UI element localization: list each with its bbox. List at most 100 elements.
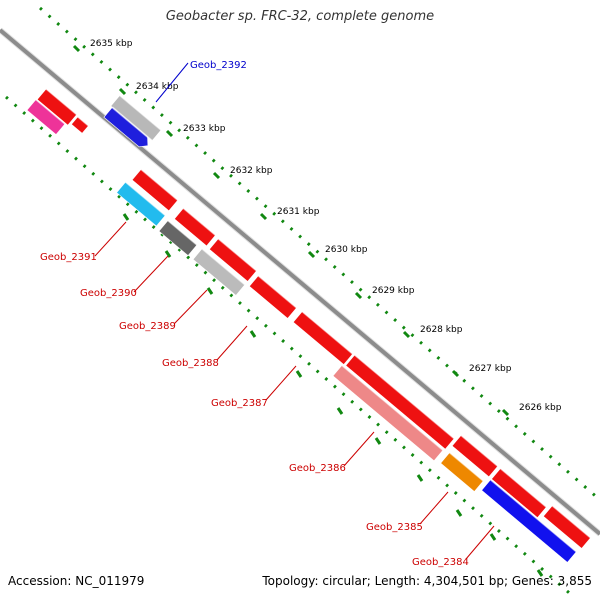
inner-tick-mark <box>374 437 382 445</box>
scale-tick-label: 2629 kbp <box>372 286 415 296</box>
gene-label: Geob_2390 <box>80 288 137 299</box>
feature-salmon <box>332 364 444 462</box>
feature-red-11 <box>542 504 592 549</box>
genome-summary: Topology: circular; Length: 4,304,501 bp… <box>262 574 592 588</box>
gene-leader-line <box>155 62 189 103</box>
scale-tick-mark <box>165 129 174 138</box>
feature-red-10 <box>491 467 548 519</box>
feature-red-5 <box>208 237 258 282</box>
feature-red-6-body <box>248 275 298 319</box>
scale-tick-mark <box>451 369 460 378</box>
scale-tick-label: 2627 kbp <box>469 364 512 374</box>
feature-red-3 <box>131 168 179 212</box>
feature-red-1-highlight <box>45 88 78 116</box>
feature-light-gray-highlight <box>201 247 246 286</box>
scale-tick-mark <box>501 408 510 417</box>
feature-blue-forward-highlight <box>111 106 153 142</box>
inner-tick-mark <box>336 407 344 415</box>
feature-red-11-highlight <box>551 504 592 539</box>
feature-cyan <box>116 181 167 227</box>
feature-red-3-highlight <box>140 168 179 201</box>
feature-blue-reverse <box>481 478 578 563</box>
feature-red-7-highlight <box>301 310 354 355</box>
feature-cyan-highlight <box>124 181 167 217</box>
scale-tick-mark <box>354 291 363 300</box>
backbone-line <box>0 28 600 536</box>
feature-red-7 <box>292 310 354 366</box>
feature-red-10-highlight <box>499 467 548 508</box>
inner-tick-mark <box>249 330 257 338</box>
tick-dots <box>5 6 600 600</box>
inner-tick-mark <box>164 250 172 258</box>
feature-dark-gray <box>158 219 198 257</box>
scale-tick-mark <box>307 250 316 259</box>
feature-red-6-highlight <box>257 274 298 309</box>
scale-tick-label: 2634 kbp <box>136 82 179 92</box>
accession-text: Accession: NC_011979 <box>8 574 145 588</box>
gene-label: Geob_2388 <box>162 358 219 369</box>
feature-gray-forward-highlight <box>119 94 162 131</box>
feature-red-2-highlight <box>77 115 90 127</box>
feature-light-gray <box>192 247 246 296</box>
feature-orange <box>440 451 484 492</box>
gene-features <box>26 88 592 563</box>
gene-leader-line <box>216 325 248 361</box>
scale-tick-label: 2635 kbp <box>90 39 133 49</box>
feature-red-8-highlight <box>354 354 455 440</box>
feature-red-9-highlight <box>460 434 499 467</box>
feature-red-4-highlight <box>182 207 217 236</box>
gene-label: Geob_2389 <box>119 321 176 332</box>
scale-tick-mark <box>259 212 268 221</box>
gene-labels: Geob_2392Geob_2391Geob_2390Geob_2389Geob… <box>40 60 495 568</box>
gene-label: Geob_2386 <box>289 463 346 474</box>
scale-tick-label: 2628 kbp <box>420 325 463 335</box>
feature-salmon-body <box>332 364 444 462</box>
feature-red-1 <box>36 88 78 126</box>
outer-dotted-guide <box>39 6 600 502</box>
scale-tick-mark <box>402 330 411 339</box>
feature-red-4 <box>173 207 217 247</box>
scale-tick-mark <box>212 171 221 180</box>
gene-label: Geob_2392 <box>190 60 247 71</box>
feature-orange-highlight <box>449 451 484 482</box>
feature-gray-forward <box>110 94 162 142</box>
scale-tick-mark <box>118 87 127 96</box>
inner-tick-mark <box>416 474 424 482</box>
feature-red-2 <box>71 115 90 134</box>
gene-leader-line <box>265 365 297 401</box>
gene-leader-line <box>465 525 495 560</box>
scale-tick-label: 2631 kbp <box>277 207 320 217</box>
feature-pink <box>26 98 66 136</box>
inner-tick-mark <box>489 533 497 541</box>
inner-tick-mark <box>206 287 214 295</box>
feature-blue-forward <box>103 106 153 148</box>
gene-leader-line <box>343 431 375 467</box>
genome-backbone <box>0 27 600 537</box>
inner-tick-mark <box>536 569 544 577</box>
gene-label: Geob_2384 <box>412 557 469 568</box>
feature-pink-highlight <box>35 98 66 125</box>
gene-label: Geob_2391 <box>40 252 97 263</box>
gene-leader-line <box>133 255 169 293</box>
gene-leader-line <box>94 221 127 257</box>
map-title: Geobacter sp. FRC-32, complete genome <box>165 9 435 24</box>
scale-tick-mark <box>72 44 81 53</box>
gene-leader-line <box>173 289 208 325</box>
scale-tick-label: 2630 kbp <box>325 245 368 255</box>
feature-red-6 <box>248 274 298 319</box>
inner-tick-mark <box>295 370 303 378</box>
feature-red-8 <box>345 354 455 450</box>
feature-red-5-highlight <box>217 237 258 272</box>
gene-label: Geob_2385 <box>366 522 423 533</box>
feature-red-9 <box>451 434 499 478</box>
feature-salmon-highlight <box>341 364 444 451</box>
inner-dotted-guide <box>5 95 576 600</box>
scale-tick-label: 2632 kbp <box>230 166 273 176</box>
inner-tick-mark <box>122 213 130 221</box>
gene-leader-line <box>419 491 449 525</box>
scale-tick-label: 2626 kbp <box>519 403 562 413</box>
feature-dark-gray-highlight <box>167 219 198 246</box>
